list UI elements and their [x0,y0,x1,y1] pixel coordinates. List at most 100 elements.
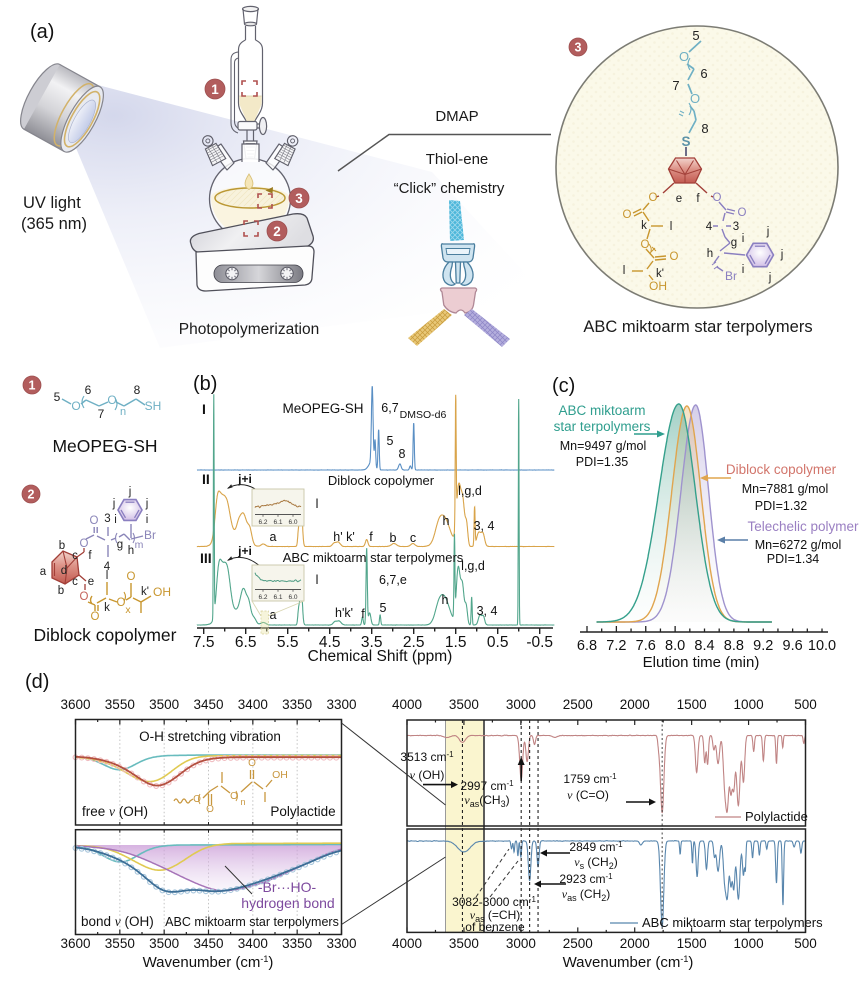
svg-text:l: l [670,221,673,233]
svg-text:c: c [72,550,78,562]
svg-text:9.2: 9.2 [753,638,773,654]
svg-text:6.5: 6.5 [235,634,257,651]
svg-text:νas (=CH): νas (=CH) [470,908,521,924]
svg-text:f: f [361,607,365,621]
svg-text:j: j [768,272,772,284]
svg-text:3, 4: 3, 4 [477,604,498,618]
svg-text:Polylactide: Polylactide [745,809,808,824]
svg-text:6.1: 6.1 [273,594,282,601]
svg-text:O: O [649,192,658,204]
svg-text:O: O [206,804,214,815]
svg-text:3: 3 [104,513,110,525]
svg-text:(c): (c) [552,375,575,397]
svg-text:k': k' [141,586,149,598]
svg-text:n: n [120,406,126,418]
svg-text:7.2: 7.2 [606,638,626,654]
svg-text:a: a [270,530,277,544]
svg-text:OH: OH [272,769,288,781]
svg-text:O: O [117,597,126,609]
svg-text:O: O [738,207,747,219]
svg-text:3300: 3300 [326,697,356,712]
svg-text:1500: 1500 [677,936,707,951]
svg-text:5: 5 [380,601,387,615]
svg-text:6: 6 [85,383,92,397]
svg-text:3000: 3000 [506,697,536,712]
svg-text:8.0: 8.0 [665,638,685,654]
svg-text:(a): (a) [30,21,54,43]
svg-text:g: g [731,237,737,249]
svg-text:Mn=6272 g/mol: Mn=6272 g/mol [755,538,842,552]
svg-text:c: c [410,531,416,545]
svg-text:j: j [128,486,132,498]
svg-text:0.5: 0.5 [487,634,509,651]
svg-text:3400: 3400 [238,936,268,951]
svg-text:b: b [390,531,397,545]
svg-text:j: j [112,498,116,510]
svg-text:3: 3 [575,41,582,55]
svg-text:O: O [193,794,201,805]
svg-text:Diblock copolymer: Diblock copolymer [34,625,177,645]
svg-text:ABC miktoarm: ABC miktoarm [558,403,645,418]
svg-text:l: l [316,497,319,511]
svg-text:2: 2 [273,224,281,239]
svg-text:O: O [670,251,679,263]
svg-text:e: e [676,193,682,205]
svg-text:PDI=1.32: PDI=1.32 [755,499,808,513]
svg-text:bond ν (OH): bond ν (OH) [81,914,154,929]
svg-text:2923 cm-1: 2923 cm-1 [559,872,613,886]
svg-text:Mn=9497 g/mol: Mn=9497 g/mol [560,439,647,453]
svg-text:h'k': h'k' [335,606,353,620]
svg-text:6.0: 6.0 [288,519,297,526]
svg-text:S: S [681,134,690,149]
svg-text:O: O [230,791,238,802]
svg-text:Diblock copolymer: Diblock copolymer [328,473,435,488]
svg-text:ABC miktoarm star terpolymers: ABC miktoarm star terpolymers [583,318,812,336]
svg-text:5: 5 [692,28,699,43]
svg-text:500: 500 [794,936,817,951]
svg-text:3500: 3500 [449,697,479,712]
svg-text:2997 cm-1: 2997 cm-1 [460,779,514,793]
svg-text:g: g [117,539,123,551]
svg-text:of benzene: of benzene [465,920,525,934]
svg-text:ABC miktoarm star terpolymers: ABC miktoarm star terpolymers [642,915,823,930]
svg-text:9.6: 9.6 [783,638,803,654]
svg-text:OH: OH [153,585,171,599]
svg-text:SH: SH [145,399,162,413]
svg-text:l: l [316,573,319,587]
svg-text:i: i [742,264,745,276]
svg-text:6,7: 6,7 [381,401,398,415]
svg-text:“Click” chemistry: “Click” chemistry [394,180,505,197]
svg-text:3500: 3500 [149,697,179,712]
svg-text:2000: 2000 [620,936,650,951]
svg-text:III: III [200,550,212,566]
svg-text:3600: 3600 [60,936,90,951]
svg-text:8: 8 [399,447,406,461]
svg-text:Chemical Shift (ppm): Chemical Shift (ppm) [308,648,453,665]
svg-text:3.5: 3.5 [361,634,383,651]
svg-text:2000: 2000 [620,697,650,712]
svg-text:i: i [146,514,149,526]
svg-text:8.4: 8.4 [694,638,714,654]
svg-text:3: 3 [295,191,303,206]
svg-text:1000: 1000 [734,936,764,951]
svg-text:n: n [240,797,245,807]
svg-text:k: k [104,602,110,614]
svg-text:O: O [713,192,722,204]
svg-text:Elution time (min): Elution time (min) [643,654,760,671]
svg-text:ν (OH): ν (OH) [410,768,445,782]
svg-text:MeOPEG-SH: MeOPEG-SH [52,436,157,456]
svg-text:νs (CH2): νs (CH2) [574,855,618,871]
svg-text:7: 7 [98,407,105,421]
svg-text:1: 1 [29,379,36,393]
svg-text:3450: 3450 [193,936,223,951]
svg-text:5: 5 [387,434,394,448]
svg-text:Br: Br [725,269,737,283]
svg-text:3500: 3500 [149,936,179,951]
svg-text:1: 1 [211,82,219,97]
svg-text:l: l [623,265,626,277]
svg-text:Thiol-ene: Thiol-ene [426,151,489,168]
svg-text:free ν (OH): free ν (OH) [82,804,148,819]
svg-text:500: 500 [794,697,817,712]
svg-text:O: O [690,91,700,106]
svg-text:PDI=1.35: PDI=1.35 [576,455,629,469]
